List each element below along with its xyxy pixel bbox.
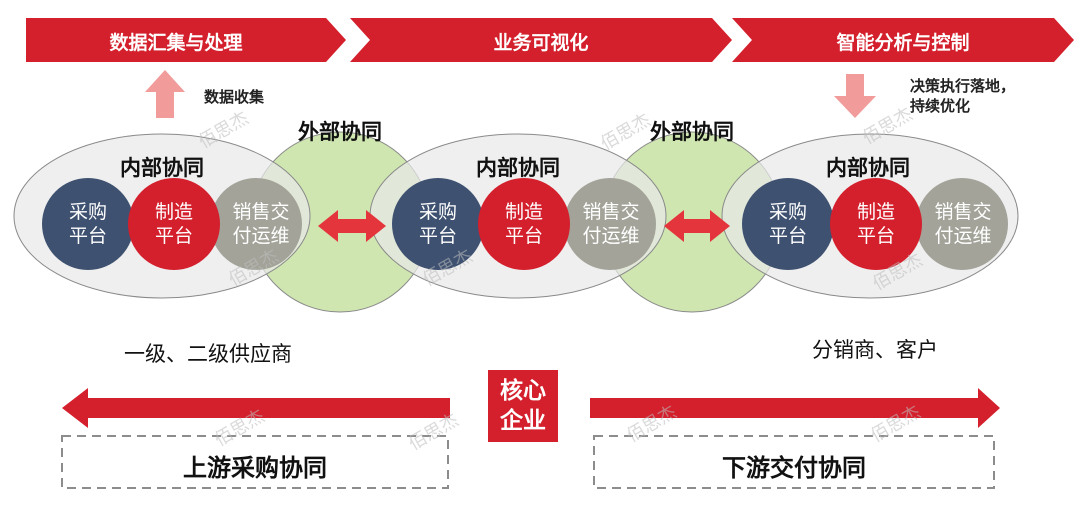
- data-collect-label: 数据收集: [204, 88, 265, 106]
- upstream-box: [61, 435, 449, 489]
- downstream-box: [593, 435, 995, 489]
- downstream-label: 下游交付协同: [722, 454, 866, 482]
- cluster-1-procurement-label: 采购 平台: [68, 201, 107, 247]
- external-label-2: 外部协同: [650, 120, 734, 144]
- cluster-1-manufacturing-label: 制造 平台: [154, 201, 193, 247]
- banner-1-label: 数据汇集与处理: [109, 32, 243, 54]
- cluster-3-procurement-circle: [742, 178, 834, 270]
- cluster-2-manufacturing-label: 制造 平台: [504, 201, 543, 247]
- double-arrow-1: [318, 210, 386, 242]
- core-label: 核心 企业: [500, 378, 546, 434]
- cluster-2-manufacturing-circle: [478, 178, 570, 270]
- banner-1-shape: [26, 18, 346, 62]
- upstream-label: 上游采购协同: [183, 454, 327, 482]
- double-arrow-2: [664, 210, 730, 242]
- core-box: [488, 370, 558, 442]
- downstream-arrow: [590, 388, 1000, 428]
- banner-3-label: 智能分析与控制: [836, 32, 970, 54]
- cluster-2-procurement-label: 采购 平台: [418, 201, 457, 247]
- cluster-3-procurement-label: 采购 平台: [768, 201, 807, 247]
- cluster-1-procurement-circle: [42, 178, 134, 270]
- down-arrow: [834, 74, 876, 118]
- cluster-2-procurement-circle: [392, 178, 484, 270]
- up-arrow: [145, 70, 185, 118]
- cluster-3-caption: 分销商、客户: [812, 338, 938, 362]
- cluster-1-manufacturing-circle: [128, 178, 220, 270]
- cluster-1-sales-label: 销售交 付运维: [232, 201, 290, 247]
- cluster-2-sales-label: 销售交 付运维: [582, 201, 640, 247]
- banner-2-shape: [350, 18, 732, 62]
- cluster-3-sales-label: 销售交 付运维: [934, 201, 992, 247]
- banner-3-shape: [732, 18, 1074, 62]
- upstream-arrow: [62, 388, 450, 428]
- external-label-1: 外部协同: [298, 120, 382, 144]
- cluster-1-title: 内部协同: [120, 156, 204, 180]
- cluster-3-sales-circle: [916, 178, 1008, 270]
- cluster-3-manufacturing-label: 制造 平台: [856, 201, 895, 247]
- cluster-3-manufacturing-circle: [830, 178, 922, 270]
- banner-2-label: 业务可视化: [493, 32, 589, 54]
- cluster-2-sales-circle: [564, 178, 656, 270]
- cluster-1-sales-circle: [210, 178, 302, 270]
- cluster-2-title: 内部协同: [476, 156, 560, 180]
- cluster-3-title: 内部协同: [826, 156, 910, 180]
- cluster-1-caption: 一级、二级供应商: [124, 342, 292, 366]
- decision-label: 决策执行落地， 持续优化: [910, 77, 1016, 115]
